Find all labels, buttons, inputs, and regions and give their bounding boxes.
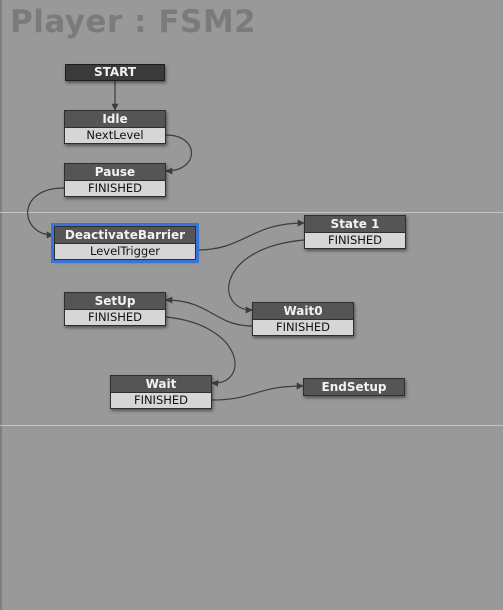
state-name: State 1 (304, 215, 406, 233)
state-idle[interactable]: Idle NextLevel (64, 110, 166, 144)
state-state1[interactable]: State 1 FINISHED (304, 215, 406, 249)
state-event[interactable]: FINISHED (64, 181, 166, 197)
fsm-title: Player : FSM2 (10, 4, 257, 40)
state-event[interactable]: FINISHED (252, 320, 354, 336)
state-name: Pause (64, 163, 166, 181)
state-endsetup[interactable]: EndSetup (303, 378, 405, 396)
state-event[interactable]: FINISHED (304, 233, 406, 249)
state-name: SetUp (64, 292, 166, 310)
canvas-left-edge (0, 0, 2, 610)
state-event[interactable]: LevelTrigger (54, 244, 196, 260)
link-deactivatebarrier-leveltrigger-to-state1 (196, 219, 305, 251)
state-wait[interactable]: Wait FINISHED (110, 375, 212, 409)
state-name: Wait0 (252, 302, 354, 320)
state-name: Idle (64, 110, 166, 128)
state-pause[interactable]: Pause FINISHED (64, 163, 166, 197)
state-name: EndSetup (303, 378, 405, 396)
state-deactivatebarrier[interactable]: DeactivateBarrier LevelTrigger (51, 223, 199, 263)
canvas-guide-line (0, 425, 503, 426)
state-name: DeactivateBarrier (54, 226, 196, 244)
link-state1-finished-to-wait0 (228, 239, 305, 314)
state-event[interactable]: NextLevel (64, 128, 166, 144)
link-pause-finished-to-deactivatebarrier (27, 187, 65, 239)
state-name: Wait (110, 375, 212, 393)
link-idle-nextlevel-to-pause (165, 134, 192, 175)
link-setup-finished-to-wait (165, 316, 236, 387)
state-wait0[interactable]: Wait0 FINISHED (252, 302, 354, 336)
link-wait-finished-to-endsetup (211, 382, 304, 401)
link-wait0-finished-to-setup (165, 296, 253, 327)
state-event[interactable]: FINISHED (64, 310, 166, 326)
state-event[interactable]: FINISHED (110, 393, 212, 409)
start-node[interactable]: START (65, 64, 165, 81)
state-setup[interactable]: SetUp FINISHED (64, 292, 166, 326)
canvas-guide-line (0, 212, 503, 213)
